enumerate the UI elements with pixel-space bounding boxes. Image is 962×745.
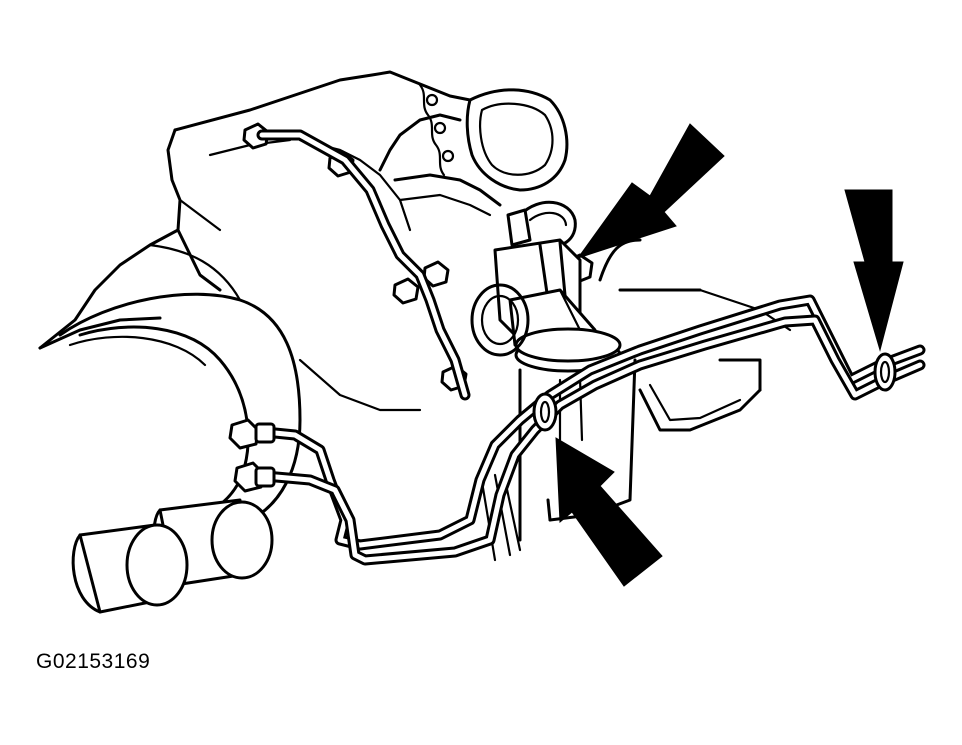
mount-bracket <box>470 200 637 562</box>
arrow-lower-clamp <box>555 437 663 587</box>
transmission-housing <box>38 70 569 350</box>
fuel-line-clamp-right <box>873 352 897 392</box>
transfer-case-drum <box>38 228 422 522</box>
arrow-right-clamp <box>844 189 904 352</box>
arrow-upper-bolt <box>576 123 725 259</box>
fuel-lines <box>254 129 926 566</box>
fuel-line-clamp-center <box>532 392 558 432</box>
figure-id-label: G02153169 <box>36 650 151 673</box>
output-flanges <box>71 498 274 614</box>
